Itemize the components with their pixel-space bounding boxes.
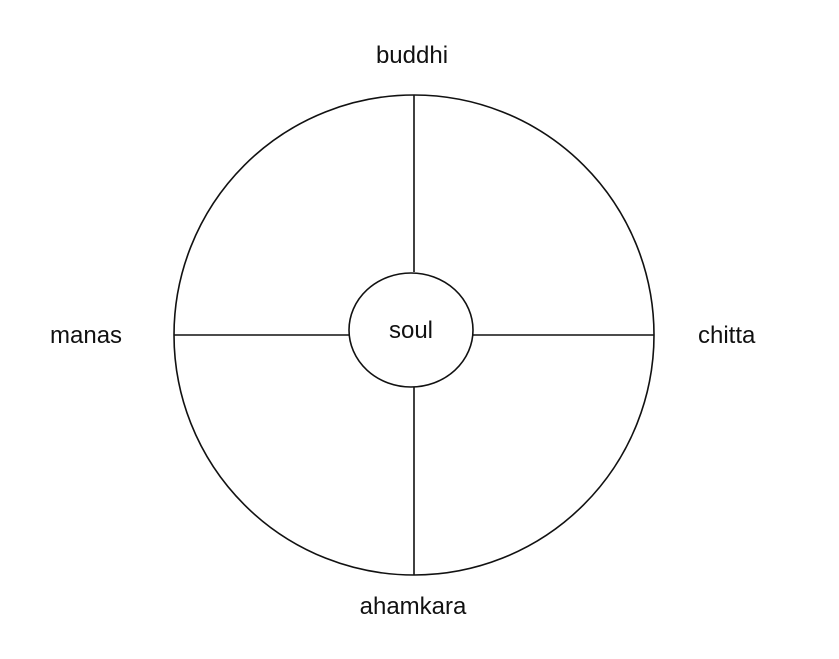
label-soul: soul: [388, 317, 434, 344]
label-ahamkara: ahamkara: [359, 593, 467, 620]
label-chitta: chitta: [698, 322, 756, 349]
label-buddhi: buddhi: [375, 42, 449, 69]
inner-circle: [348, 272, 474, 388]
label-manas: manas: [50, 322, 123, 349]
